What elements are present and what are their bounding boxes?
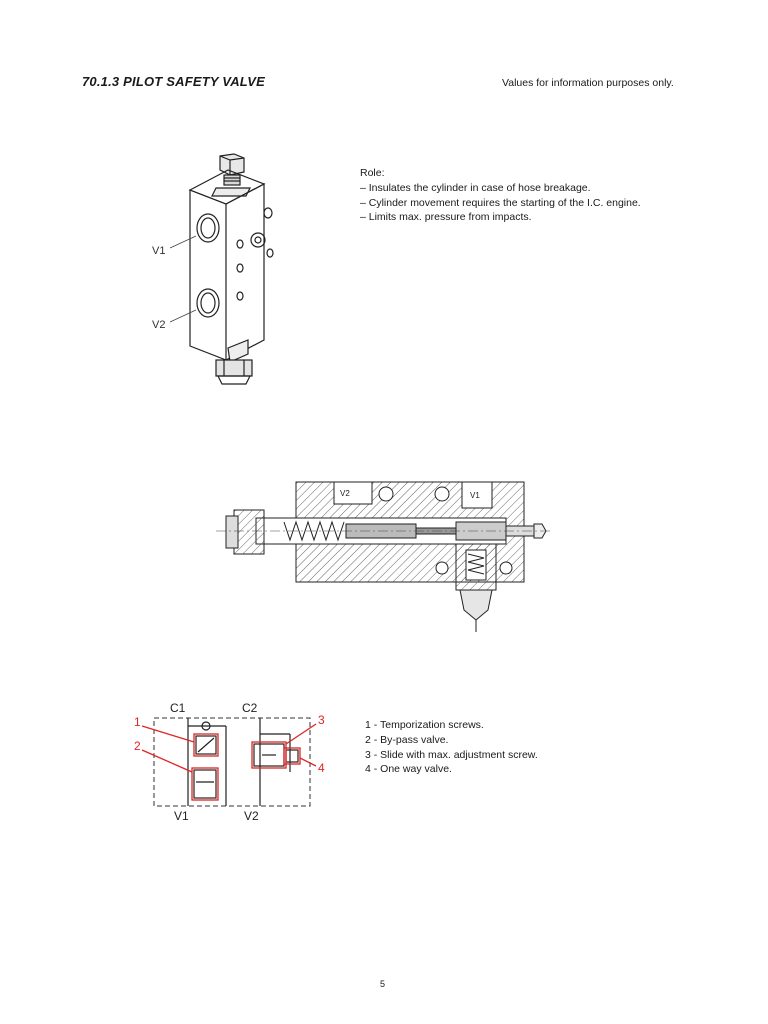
port-label-v1: V1 [152,245,165,257]
callout-2: 2 [134,739,141,753]
port-label-v2: V2 [152,319,165,331]
callout-1: 1 [134,715,141,729]
callout-4: 4 [318,761,325,775]
legend-item: 4 - One way valve. [365,763,452,776]
disclaimer-text: Values for information purposes only. [502,77,674,89]
legend-item: 1 - Temporization screws. [365,719,484,731]
legend-item: 2 - By-pass valve. [365,733,449,746]
schematic-label-c1: C1 [170,701,186,715]
schematic-label-v1: V1 [174,809,189,823]
schematic-label-v2: V2 [244,809,259,823]
valve-cross-section-figure: V2 V1 [216,481,552,632]
schematic-label-c2: C2 [242,701,258,715]
role-item: – Limits max. pressure from impacts. [360,211,532,224]
section-port-label-v2: V2 [340,489,350,498]
role-heading: Role: [360,167,385,179]
valve-isometric-figure: V1 V2 [152,153,274,385]
section-port-label-v1: V1 [470,491,480,500]
legend-item: 3 - Slide with max. adjustment screw. [365,748,538,761]
section-title: 70.1.3 PILOT SAFETY VALVE [82,74,265,89]
callout-3: 3 [318,713,325,727]
hydraulic-schematic: C1 C2 V1 V2 1 2 3 4 [134,701,325,823]
role-item: – Cylinder movement requires the startin… [360,196,641,209]
component-legend: 1 - Temporization screws. 2 - By-pass va… [365,718,538,777]
role-item: – Insulates the cylinder in case of hose… [360,181,591,194]
role-description: Role: – Insulates the cylinder in case o… [360,166,641,225]
page-number: 5 [380,979,386,989]
